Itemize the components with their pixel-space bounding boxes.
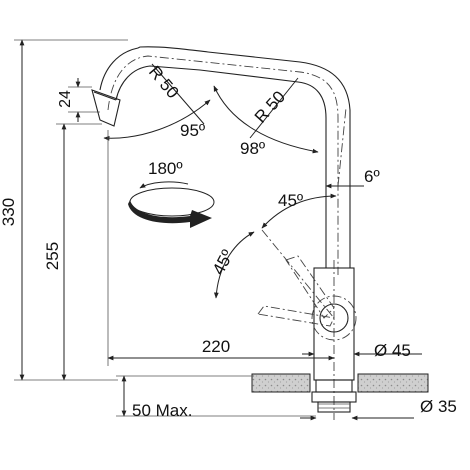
dimension-50-max: 50 Max.: [116, 375, 316, 420]
swivel-indicator: 180º: [128, 159, 215, 228]
left-angle-label: 95º: [180, 121, 205, 140]
countertop: [251, 373, 429, 413]
dimension-330: 330: [0, 39, 128, 381]
swivel-angle-label: 180º: [148, 159, 183, 178]
diameter-45-label: Ø 45: [374, 341, 411, 360]
dimension-220: 220: [107, 130, 335, 366]
countertop-max-label: 50 Max.: [132, 401, 192, 420]
lever-angle-lower: 45º: [209, 231, 255, 299]
dimension-330-label: 330: [0, 198, 18, 226]
dimension-diameter-45: Ø 45: [302, 341, 422, 360]
right-radius-label: R 50: [251, 87, 289, 126]
right-angle-label: 98º: [240, 139, 265, 158]
lever-upper-angle-label: 45º: [278, 191, 303, 210]
tilt-annotation: 6º: [325, 167, 380, 189]
faucet-spout: [91, 46, 351, 275]
dimension-255-label: 255: [43, 242, 62, 270]
dimension-24-label: 24: [57, 90, 74, 108]
dimension-220-label: 220: [202, 337, 230, 356]
dimension-255: 255: [43, 123, 102, 381]
tilt-angle-label: 6º: [364, 167, 380, 186]
lever-hub: [319, 303, 349, 333]
dimension-24: 24: [57, 78, 100, 122]
right-bend-annotation: R 50 98º: [213, 77, 319, 158]
dimension-diameter-35: Ø 35: [300, 397, 457, 421]
diameter-35-label: Ø 35: [420, 397, 457, 416]
lever-angle-upper: 45º: [261, 191, 337, 229]
lever-lower-angle-label: 45º: [209, 247, 238, 278]
